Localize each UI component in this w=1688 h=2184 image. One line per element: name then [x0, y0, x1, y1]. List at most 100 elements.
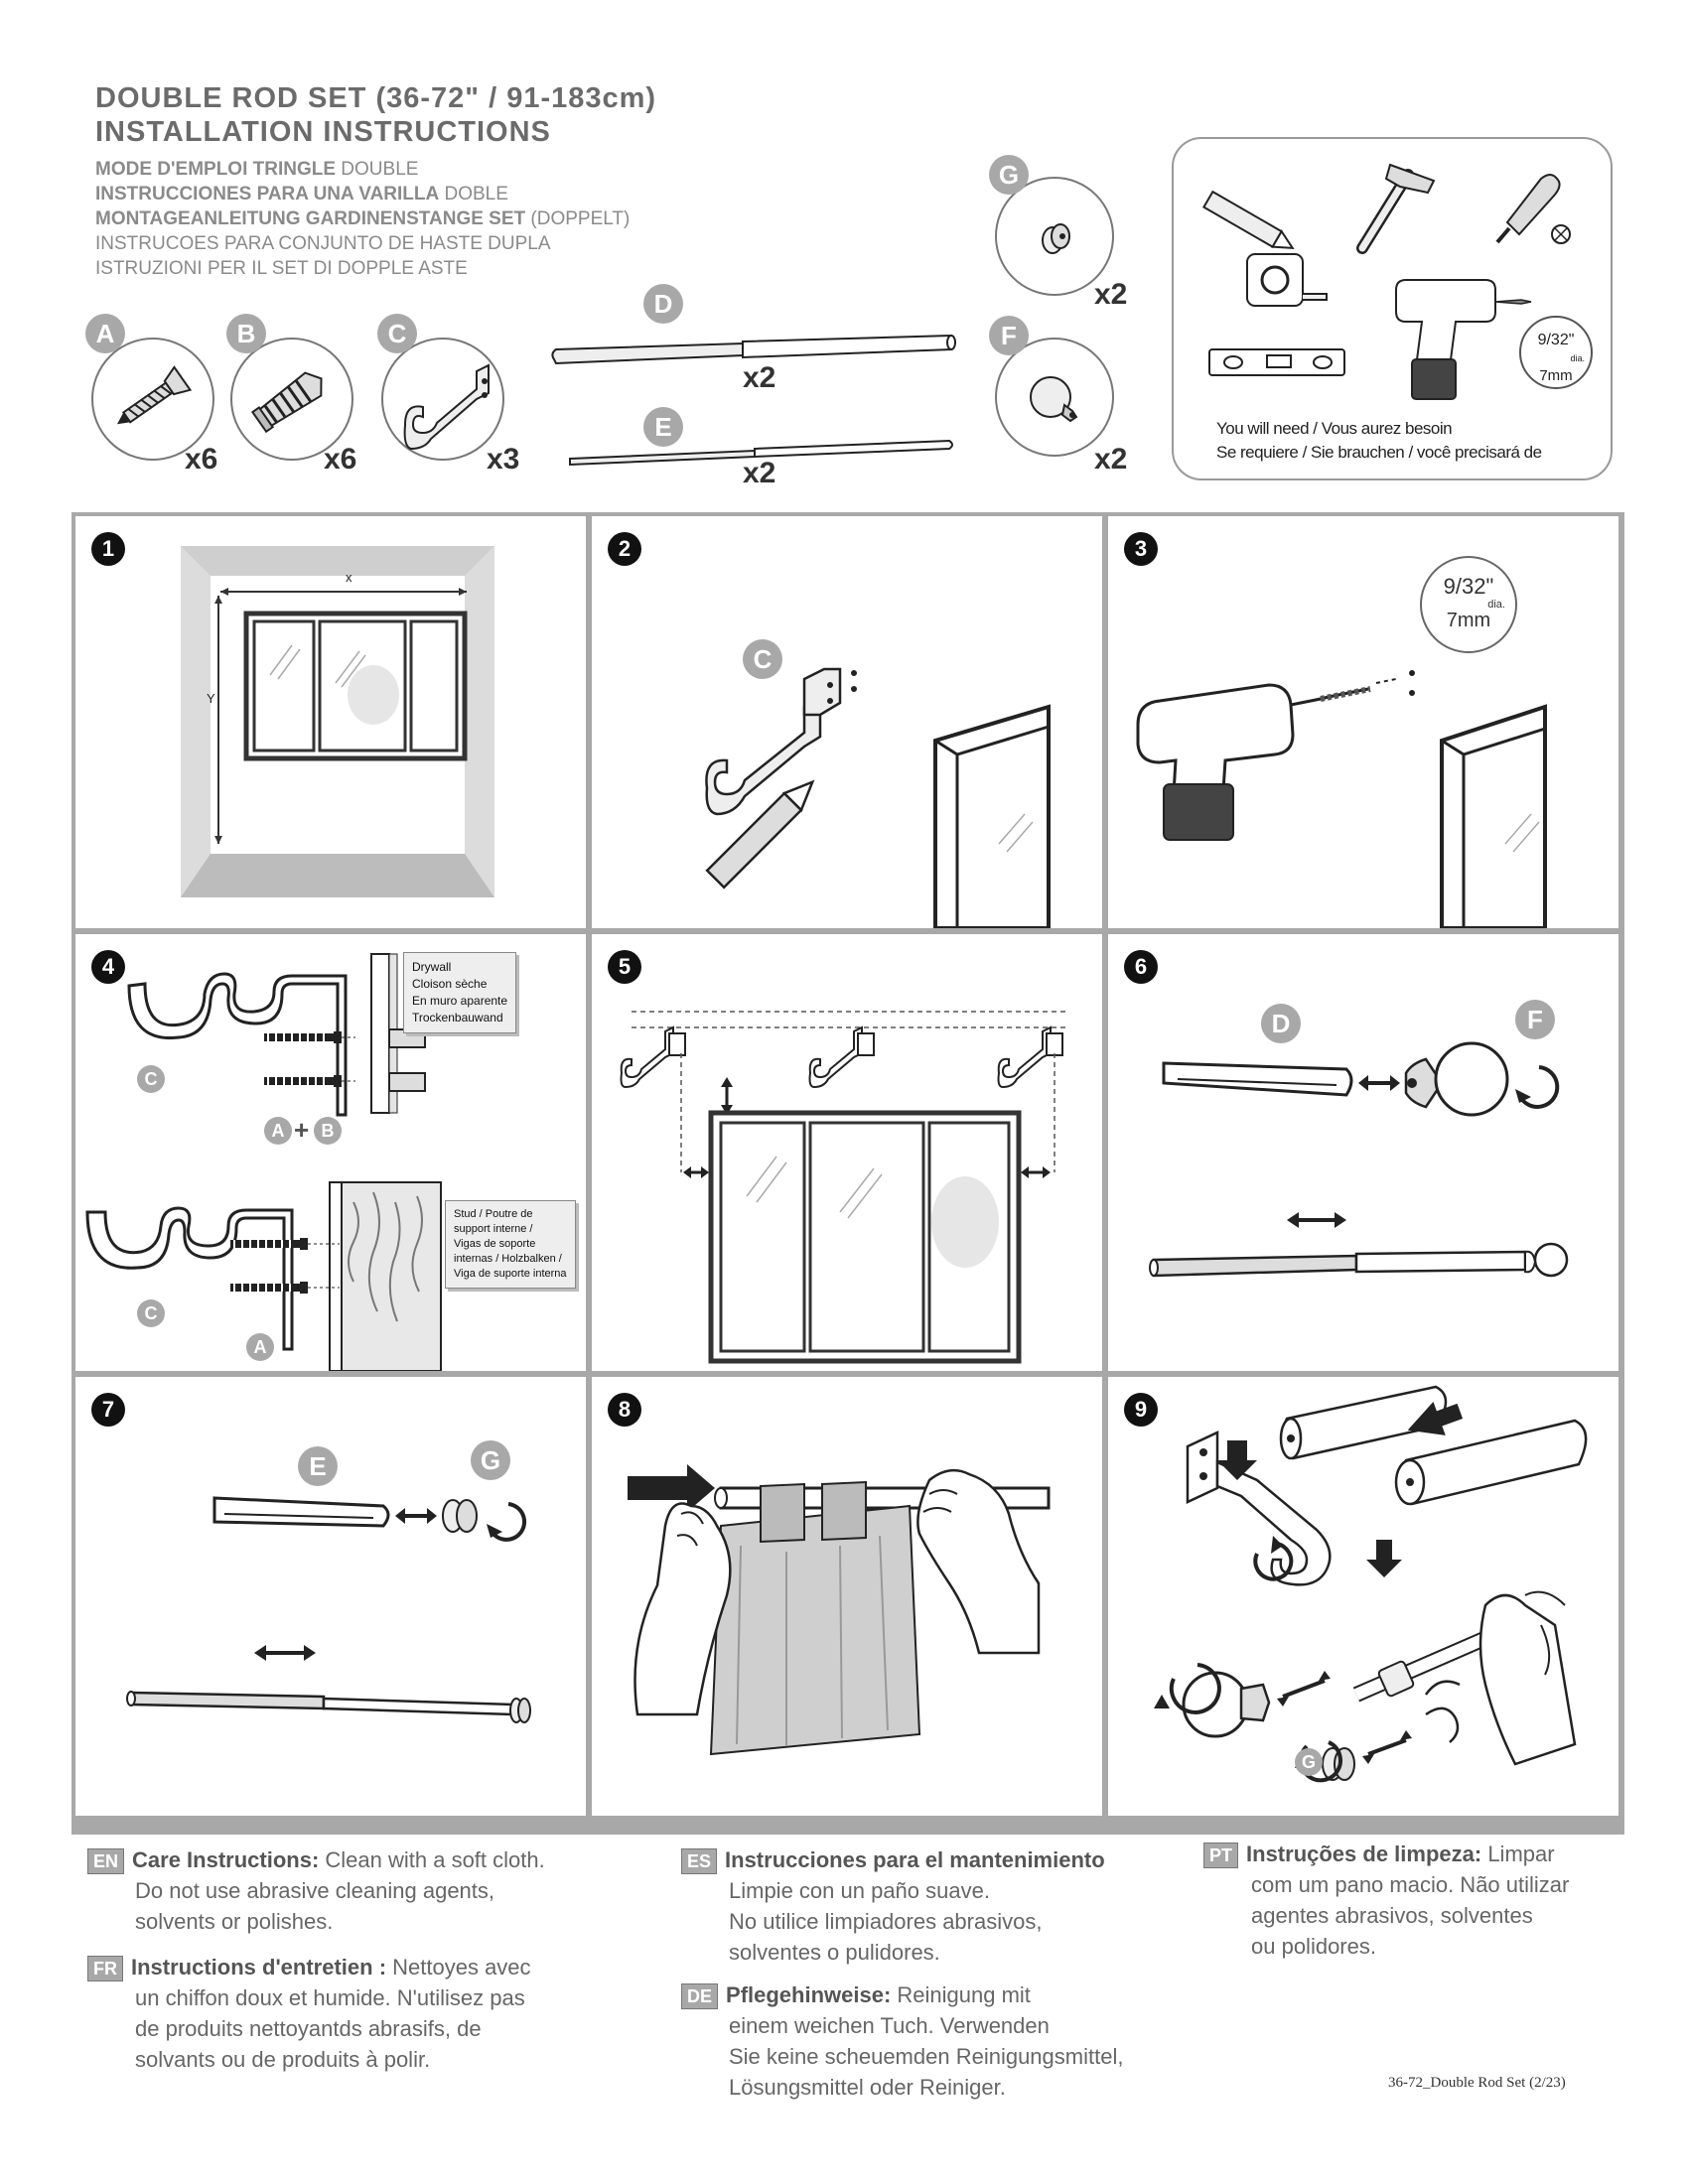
rod-e-icon	[569, 439, 953, 467]
screw-icon	[116, 365, 193, 425]
lang-badge-fr: FR	[87, 1956, 123, 1981]
step-7-e-label: E	[298, 1446, 338, 1486]
step-9-panel: 9	[1108, 1377, 1618, 1816]
step-6-d-label: D	[1261, 1004, 1301, 1043]
step-5-number: 5	[608, 950, 641, 984]
end-cap-icon	[442, 1499, 478, 1533]
part-g-circle	[995, 177, 1114, 296]
document-code: 36-72_Double Rod Set (2/23)	[1388, 2075, 1566, 2091]
part-a-qty: x6	[185, 443, 218, 476]
step-3-number: 3	[1124, 532, 1158, 566]
drill-icon	[1395, 279, 1532, 400]
page-title: DOUBLE ROD SET (36-72" / 91-183cm) INSTA…	[95, 81, 656, 149]
step-1-y-label: Y	[207, 691, 215, 706]
step-2-mark-holes	[705, 667, 1051, 928]
part-b-circle	[230, 338, 353, 461]
title-line-2: INSTALLATION INSTRUCTIONS	[95, 116, 551, 148]
step-1-x-label: x	[346, 570, 352, 585]
subtitle-it: ISTRUZIONI PER IL SET DI DOPPLE ASTE	[95, 258, 468, 279]
part-a-label: A	[85, 314, 125, 353]
part-g-label: G	[989, 155, 1029, 195]
step-1-panel: 1 x Y	[75, 516, 586, 928]
screwdriver-icon	[1495, 174, 1571, 244]
part-f-qty: x2	[1094, 443, 1128, 476]
step-3-panel: 3 9/32" dia. 7mm	[1108, 516, 1618, 928]
part-f-label: F	[989, 316, 1029, 355]
bracket-icon	[808, 1025, 875, 1089]
step-5-position-brackets	[620, 1011, 1068, 1364]
part-e-label: E	[643, 407, 683, 447]
step-8-panel: 8	[592, 1377, 1102, 1816]
step-4-panel: 4	[75, 934, 586, 1371]
step-6-f-label: F	[1515, 1000, 1555, 1039]
bracket-icon	[403, 363, 490, 451]
step-4-b-label: B	[314, 1117, 342, 1145]
step-6-attach-finial-d	[1149, 1041, 1569, 1278]
hand-icon	[916, 1468, 1041, 1655]
subtitle-de: MONTAGEANLEITUNG GARDINENSTANGE SET (DOP…	[95, 208, 631, 229]
step-2-panel: 2 C	[592, 516, 1102, 928]
drywall-callout: Drywall Cloison sèche En muro aparente T…	[403, 952, 517, 1033]
ball-finial-icon	[1404, 1041, 1509, 1117]
step-4-lower-a-label: A	[246, 1333, 274, 1361]
step-9-final-assembly	[1154, 1385, 1588, 1783]
part-c-qty: x3	[487, 443, 520, 476]
part-g-qty: x2	[1094, 278, 1128, 311]
subtitle-fr: MODE D'EMPLOI TRINGLE DOUBLE	[95, 159, 419, 180]
rod-d-icon	[551, 334, 956, 365]
wall-anchor-icon	[250, 371, 323, 434]
step-4-mount-brackets	[85, 953, 442, 1371]
step-2-number: 2	[608, 532, 641, 566]
hand-icon	[633, 1502, 732, 1716]
drill-icon	[1136, 678, 1397, 841]
tools-box: 9/32" dia. 7mm	[1172, 137, 1613, 480]
subtitle-pt: INSTRUCOES PARA CONJUNTO DE HASTE DUPLA	[95, 233, 551, 254]
screw-icon	[230, 1238, 308, 1250]
step-4-lower-c-label: C	[137, 1299, 165, 1327]
step-4-number: 4	[91, 950, 125, 984]
lang-badge-en: EN	[87, 1848, 125, 1874]
step-7-number: 7	[91, 1393, 125, 1427]
screw-icon	[264, 1075, 342, 1087]
part-c-circle	[381, 338, 504, 461]
ball-finial-icon	[1182, 1671, 1271, 1738]
step-8-number: 8	[608, 1393, 641, 1427]
double-bracket-icon	[127, 972, 348, 1117]
part-d-qty: x2	[743, 361, 776, 394]
part-e-qty: x2	[743, 457, 776, 489]
title-line-1: DOUBLE ROD SET (36-72" / 91-183cm)	[95, 82, 657, 114]
part-b-label: B	[226, 314, 266, 353]
step-4-upper-c-label: C	[137, 1065, 165, 1093]
screw-icon	[264, 1031, 342, 1043]
step-7-panel: 7 E G	[75, 1377, 586, 1816]
step-3-drill-size-badge: 9/32" dia. 7mm	[1420, 556, 1517, 653]
step-5-panel: 5	[592, 934, 1102, 1371]
step-6-number: 6	[1124, 950, 1158, 984]
step-9-g-label: G	[1295, 1748, 1323, 1776]
level-icon	[1208, 348, 1345, 376]
ball-finial-icon	[1030, 376, 1078, 423]
part-b-qty: x6	[324, 443, 357, 476]
screw-icon	[230, 1282, 308, 1294]
translated-titles: MODE D'EMPLOI TRINGLE DOUBLE INSTRUCCION…	[95, 157, 630, 281]
tools-caption: You will need / Vous aurez besoin Se req…	[1216, 419, 1542, 462]
step-4-a-label: A	[264, 1117, 292, 1145]
part-f-circle	[995, 338, 1114, 457]
tape-measure-icon	[1246, 253, 1328, 307]
bracket-icon	[620, 1025, 686, 1089]
step-8-hang-curtain	[628, 1464, 1051, 1756]
step-7-g-label: G	[471, 1440, 510, 1480]
step-9-number: 9	[1124, 1393, 1158, 1427]
step-7-attach-end-cap-e	[126, 1496, 531, 1723]
tools-illustrations	[1201, 163, 1571, 400]
step-1-number: 1	[91, 532, 125, 566]
part-d-label: D	[643, 284, 683, 324]
subtitle-es: INSTRUCCIONES PARA UNA VARILLA DOBLE	[95, 184, 508, 205]
lang-badge-es: ES	[681, 1848, 718, 1874]
pencil-icon	[1201, 190, 1295, 249]
